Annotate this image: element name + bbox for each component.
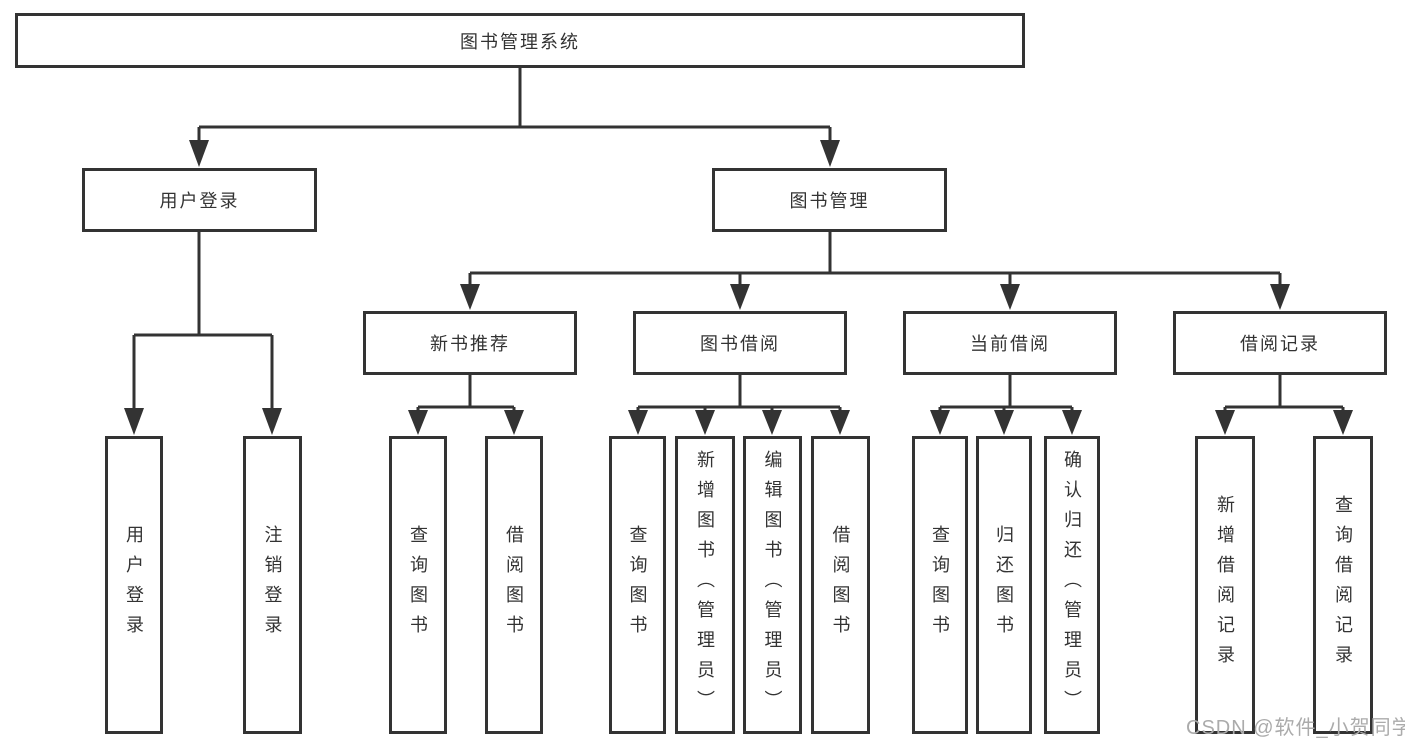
leaf-confirm-return-admin-label: 确认归还（管理员） — [1062, 450, 1082, 720]
leaf-borrow-books-1: 借阅图书 — [485, 436, 543, 734]
leaf-query-books-3-label: 查询图书 — [930, 525, 950, 645]
connector-current-borrow-branch — [930, 375, 1082, 435]
leaf-query-books-3: 查询图书 — [912, 436, 968, 734]
leaf-edit-book-admin-label: 编辑图书（管理员） — [762, 450, 783, 720]
leaf-logout-label: 注销登录 — [262, 525, 283, 645]
connector-user-login-branch — [124, 232, 282, 435]
node-book-borrow: 图书借阅 — [633, 311, 847, 375]
leaf-query-books-1-label: 查询图书 — [408, 525, 428, 645]
watermark: CSDN @软件_小贺同学 — [1186, 717, 1405, 739]
leaf-add-borrow-record-label: 新增借阅记录 — [1215, 495, 1235, 675]
connector-new-book-branch — [408, 375, 524, 435]
leaf-borrow-books-1-label: 借阅图书 — [504, 525, 524, 645]
leaf-logout: 注销登录 — [243, 436, 302, 734]
leaf-query-borrow-record: 查询借阅记录 — [1313, 436, 1373, 734]
leaf-return-book: 归还图书 — [976, 436, 1032, 734]
leaf-edit-book-admin: 编辑图书（管理员） — [743, 436, 802, 734]
leaf-borrow-books-2: 借阅图书 — [811, 436, 870, 734]
connector-root-to-level2 — [189, 68, 840, 167]
leaf-user-login: 用户登录 — [105, 436, 163, 734]
leaf-return-book-label: 归还图书 — [994, 525, 1014, 645]
leaf-query-borrow-record-label: 查询借阅记录 — [1333, 495, 1353, 675]
leaf-query-books-2-label: 查询图书 — [627, 525, 648, 645]
node-borrow-records: 借阅记录 — [1173, 311, 1387, 375]
leaf-add-borrow-record: 新增借阅记录 — [1195, 436, 1255, 734]
connector-book-borrow-branch — [628, 375, 850, 435]
node-user-login: 用户登录 — [82, 168, 317, 232]
connector-book-mgmt-to-level3 — [460, 232, 1290, 310]
node-book-mgmt: 图书管理 — [712, 168, 947, 232]
leaf-user-login-label: 用户登录 — [124, 525, 144, 645]
connector-borrow-records-branch — [1215, 375, 1353, 435]
leaf-borrow-books-2-label: 借阅图书 — [830, 525, 851, 645]
node-new-book-rec: 新书推荐 — [363, 311, 577, 375]
leaf-query-books-1: 查询图书 — [389, 436, 447, 734]
leaf-add-book-admin-label: 新增图书（管理员） — [695, 450, 715, 720]
node-current-borrow: 当前借阅 — [903, 311, 1117, 375]
leaf-confirm-return-admin: 确认归还（管理员） — [1044, 436, 1100, 734]
leaf-query-books-2: 查询图书 — [609, 436, 666, 734]
leaf-add-book-admin: 新增图书（管理员） — [675, 436, 735, 734]
node-root: 图书管理系统 — [15, 13, 1025, 68]
